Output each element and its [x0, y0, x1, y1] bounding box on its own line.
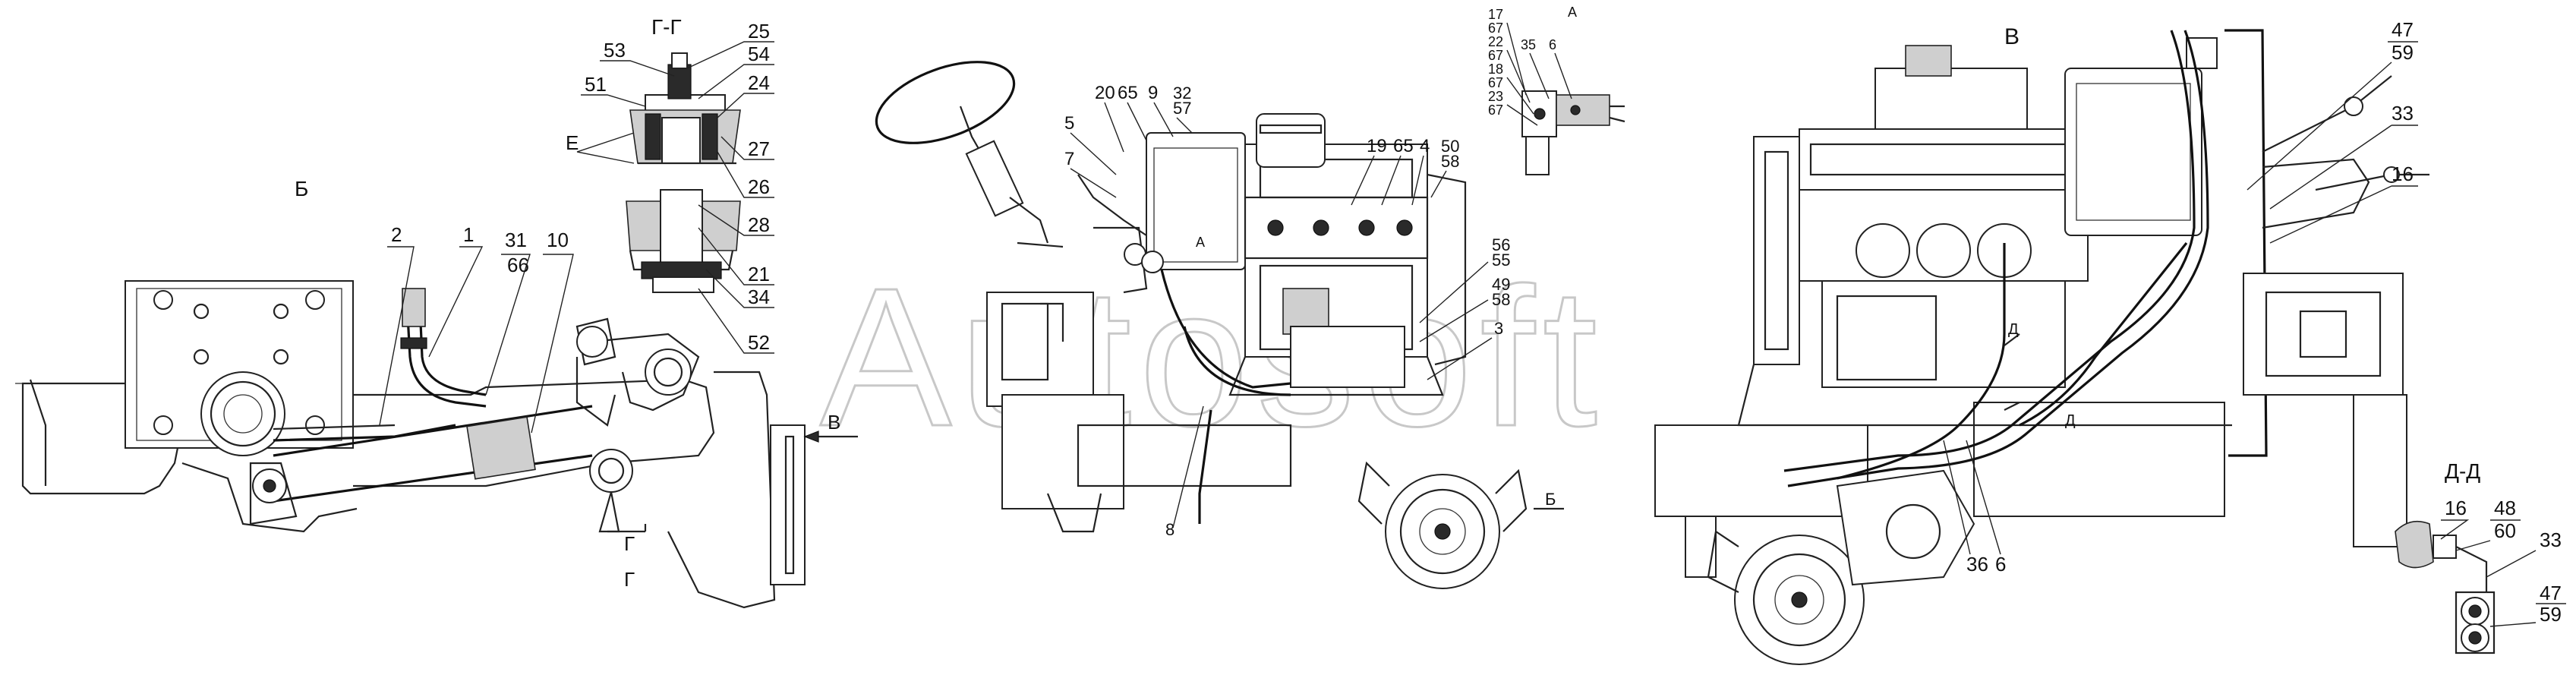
callout-2: 2 — [391, 223, 402, 246]
callout-28: 28 — [748, 213, 770, 236]
view-b-axle-assembly — [15, 280, 806, 609]
center-side-view-engine — [875, 61, 1528, 589]
callout-67-d: 67 — [1488, 103, 1503, 118]
callout-6-a: 6 — [1549, 37, 1556, 52]
callout-5: 5 — [1064, 113, 1074, 134]
section-dd-title: Д-Д — [2445, 459, 2480, 483]
arrow-b-label: Б — [1545, 490, 1556, 509]
callout-34: 34 — [748, 285, 770, 308]
view-v-callouts: 47 59 33 16 36 6 Д Д — [1943, 18, 2418, 576]
callout-3: 3 — [1494, 319, 1503, 338]
callout-54: 54 — [748, 43, 770, 65]
callout-26: 26 — [748, 175, 770, 198]
callout-59: 59 — [2392, 41, 2414, 64]
callout-55: 55 — [1492, 251, 1510, 270]
callout-36: 36 — [1966, 553, 1988, 576]
callout-59-dd: 59 — [2540, 603, 2562, 626]
callout-32: 32 — [1173, 84, 1191, 103]
callout-33: 33 — [2392, 102, 2414, 125]
arrow-a-label: А — [1196, 235, 1205, 250]
callout-53: 53 — [604, 39, 626, 62]
callout-50: 50 — [1441, 137, 1459, 156]
callout-47-dd: 47 — [2540, 582, 2562, 604]
callout-52: 52 — [748, 331, 770, 354]
center-view-callouts: 20 65 9 32 57 5 7 19 65 4 50 58 56 55 49… — [1064, 83, 1564, 539]
callout-31: 31 — [505, 229, 527, 251]
callout-35: 35 — [1521, 37, 1536, 52]
callout-56: 56 — [1492, 235, 1510, 254]
callout-67-a: 67 — [1488, 21, 1503, 36]
callout-9: 9 — [1148, 83, 1158, 103]
callout-58-mid: 58 — [1492, 290, 1510, 309]
view-b-callouts: 2 1 31 66 10 В Г Г — [379, 223, 858, 591]
callout-7: 7 — [1064, 149, 1074, 169]
callout-1: 1 — [463, 223, 474, 246]
callout-4: 4 — [1420, 136, 1430, 156]
arrow-v-label: В — [828, 411, 840, 434]
detail-a-callouts: 17 67 22 67 18 67 23 67 35 6 — [1488, 7, 1572, 126]
detail-a-valve — [1521, 90, 1625, 175]
callout-6-v: 6 — [1995, 553, 2006, 576]
section-gg-callouts: 53 25 54 51 24 Е 27 26 28 21 34 52 — [566, 20, 774, 354]
callout-8: 8 — [1165, 520, 1174, 539]
callout-51: 51 — [585, 73, 607, 96]
section-gg-title: Г-Г — [651, 15, 682, 39]
callout-65-mid: 65 — [1393, 136, 1414, 156]
view-v-engine-assembly — [1654, 29, 2429, 665]
callout-48: 48 — [2494, 497, 2516, 519]
callout-60: 60 — [2494, 519, 2516, 542]
watermark-text: Autosoft — [820, 248, 1605, 468]
section-e-label: Е — [566, 131, 579, 154]
callout-66: 66 — [507, 254, 529, 276]
callout-67-c: 67 — [1488, 75, 1503, 90]
callout-10: 10 — [547, 229, 569, 251]
callout-24: 24 — [748, 71, 770, 94]
callout-27: 27 — [748, 137, 770, 160]
callout-65-top: 65 — [1118, 83, 1138, 103]
arrow-d1-label: Д — [2008, 321, 2019, 338]
view-v-title: В — [2004, 24, 2019, 49]
section-dd-callouts: 16 48 60 33 47 59 — [2440, 497, 2566, 627]
callout-23: 23 — [1488, 89, 1503, 104]
callout-16-dd: 16 — [2445, 497, 2467, 519]
callout-19: 19 — [1367, 136, 1387, 156]
section-dd-clamp — [2395, 520, 2496, 654]
callout-67-b: 67 — [1488, 48, 1503, 63]
arrow-g-label-bottom: Г — [624, 568, 635, 591]
callout-20: 20 — [1095, 83, 1115, 103]
callout-25: 25 — [748, 20, 770, 43]
arrow-d2-label: Д — [2065, 412, 2076, 429]
callout-22: 22 — [1488, 34, 1503, 49]
callout-33-dd: 33 — [2540, 528, 2562, 551]
section-gg-joint — [626, 52, 741, 293]
callout-58-top: 58 — [1441, 152, 1459, 171]
callout-18: 18 — [1488, 62, 1503, 77]
callout-16: 16 — [2392, 162, 2414, 185]
arrow-g-label: Г — [624, 532, 635, 555]
callout-57: 57 — [1173, 99, 1191, 118]
callout-21: 21 — [748, 263, 770, 285]
callout-47: 47 — [2392, 18, 2414, 41]
view-a-title: А — [1568, 5, 1577, 20]
callout-49: 49 — [1492, 275, 1510, 294]
callout-17: 17 — [1488, 7, 1503, 22]
view-b-title: Б — [295, 177, 308, 200]
